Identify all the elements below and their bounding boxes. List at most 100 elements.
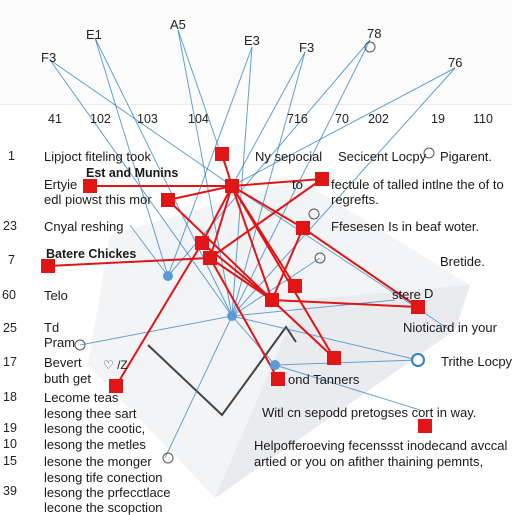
marker-text: ♡ /Z [103, 358, 128, 372]
red-square-node [109, 379, 123, 393]
right-text: Pigarent. [440, 149, 493, 164]
blue-link [94, 37, 233, 317]
left-text: lesong the prfecctlace [44, 485, 171, 500]
blue-link [231, 67, 456, 187]
red-square-node [161, 193, 175, 207]
left-text: lesone the monger [44, 454, 152, 469]
right-text: Bretide. [440, 254, 485, 269]
left-text: buth get [44, 371, 91, 386]
ring-marker [423, 147, 435, 159]
red-link [167, 199, 273, 301]
ring-marker [74, 339, 86, 351]
blue-link [231, 257, 321, 317]
ring-marker [308, 208, 320, 220]
blue-hub-node [163, 271, 173, 281]
outline-triangle [147, 325, 297, 417]
left-text: lesong the metles [44, 437, 146, 452]
ruler-label: 41 [48, 112, 62, 126]
right-text: artied or you on afither thaining pemnts… [254, 454, 484, 469]
left-text: lesong the cootic, [44, 421, 146, 436]
blue-link [231, 315, 419, 361]
row-number: 18 [3, 390, 17, 404]
ring-marker [364, 41, 376, 53]
row-number: 10 [3, 437, 17, 451]
left-text: Telo [44, 288, 68, 303]
top-label-e1: E1 [86, 27, 102, 42]
blue-link [231, 315, 276, 366]
hollow-node [411, 353, 425, 367]
ruler-label: 202 [368, 112, 389, 126]
ruler-label: 102 [90, 112, 111, 126]
red-link [231, 178, 323, 187]
ruler-label: 103 [137, 112, 158, 126]
red-link [47, 257, 211, 267]
row-number: 17 [3, 355, 17, 369]
bold-node-label: Batere Chickes [46, 247, 137, 261]
right-text: stere [392, 287, 421, 302]
right-text: Witl cn sepodd pretogses cort in way. [262, 405, 477, 420]
red-link [209, 178, 323, 259]
right-text: regrefts. [331, 192, 379, 207]
red-link [167, 185, 233, 201]
blue-link [164, 315, 233, 459]
red-square-node [315, 172, 329, 186]
background-plane-shade [215, 285, 470, 498]
right-text: Trithe Locpy [441, 354, 512, 369]
left-text: Bevert [44, 355, 82, 370]
top-label-a5: A5 [170, 17, 186, 32]
ruler-label: 104 [188, 112, 209, 126]
red-square-node [271, 372, 285, 386]
red-link [209, 257, 273, 301]
red-link [209, 185, 233, 259]
row-number: 7 [8, 253, 15, 267]
right-text: Ny sepocial [255, 149, 323, 164]
blue-link [231, 39, 371, 317]
left-text: lesong tife conection [44, 470, 163, 485]
left-text: Td [44, 320, 60, 335]
red-link [209, 257, 279, 380]
row-number: 23 [3, 219, 17, 233]
ruler-label: 716 [287, 112, 308, 126]
blue-link [274, 364, 421, 411]
left-text: lesong thee sart [44, 406, 137, 421]
top-label-76: 76 [448, 55, 463, 70]
left-text: lecone the scopction [44, 500, 163, 515]
row-number: 25 [3, 321, 17, 335]
left-text: Pram [44, 335, 76, 350]
red-square-node [288, 279, 302, 293]
left-text: edl piowst this mor [44, 192, 152, 207]
right-text: Helpofferoeving fecenssst inodecand avcc… [254, 438, 508, 453]
marker-text: D [424, 286, 434, 301]
ring-marker [162, 452, 174, 464]
blue-link [94, 37, 169, 277]
red-link [231, 185, 304, 229]
top-label-78: 78 [367, 26, 382, 41]
blue-hub-node [227, 311, 237, 321]
ruler-label: 70 [335, 112, 349, 126]
right-text: Ffesesen Is in beaf woter. [331, 219, 480, 234]
row-number: 15 [3, 454, 17, 468]
row-number: 60 [2, 288, 16, 302]
red-square-node [225, 179, 239, 193]
blue-link [79, 315, 233, 346]
red-link [231, 185, 273, 301]
top-label-f3-right: F3 [299, 40, 315, 55]
red-square-node [83, 179, 97, 193]
red-link [302, 227, 419, 308]
top-label-f3-left: F3 [41, 50, 57, 65]
right-text: ond Tanners [288, 372, 360, 387]
right-text: fectule of talled intlne the of to [331, 177, 504, 192]
blue-link [274, 359, 419, 366]
ring-marker [314, 252, 326, 264]
marker-text: to [292, 177, 303, 192]
red-square-node [296, 221, 310, 235]
top-label-e3: E3 [244, 33, 260, 48]
red-square-node [327, 351, 341, 365]
red-link [271, 299, 335, 359]
row-number: 1 [8, 149, 15, 163]
red-square-node [203, 251, 217, 265]
red-square-node [215, 147, 229, 161]
left-text: Cnyal reshing [44, 219, 124, 234]
